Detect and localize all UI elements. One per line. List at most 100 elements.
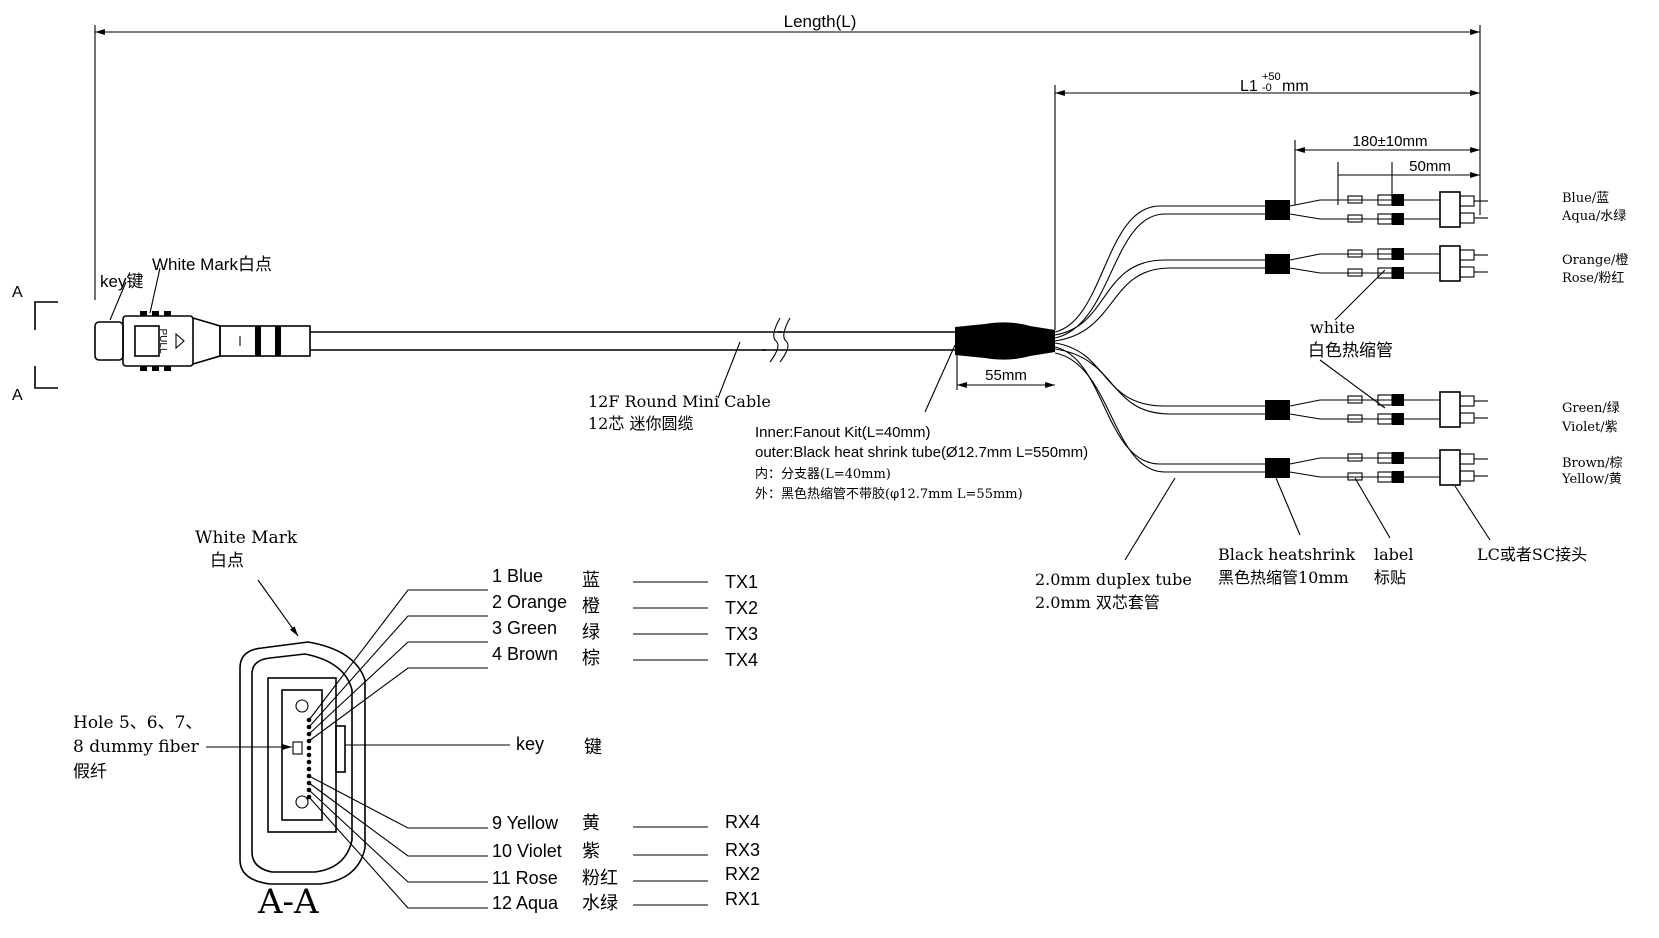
l1-minus-tolerance: -0 <box>1262 82 1272 94</box>
duplex-tube-callout: 2.0mm duplex tube 2.0mm 双芯套管 <box>1035 477 1192 612</box>
pin-9-en: 9 Yellow <box>492 813 559 833</box>
pin-12-en: 12 Aqua <box>492 893 559 913</box>
lc-connectors <box>1392 191 1488 486</box>
pin-10-en: 10 Violet <box>492 841 562 861</box>
branch-labels: Blue/蓝 Aqua/水绿 Orange/橙 Rose/粉红 Green/绿 … <box>1561 191 1628 487</box>
pin-row-3: 3 Green 绿 TX3 <box>492 618 758 644</box>
pin-3-cn: 绿 <box>582 622 600 643</box>
l1-unit: mm <box>1282 78 1309 95</box>
pin-row-1: 1 Blue 蓝 TX1 <box>492 566 758 592</box>
section-white-mark-en: White Mark <box>195 528 298 548</box>
key-pin-en: key <box>516 734 544 754</box>
fiber-holes <box>306 717 312 800</box>
breakout-label: 180±10mm <box>1353 133 1428 150</box>
fanout-inner-cn: 内：分支器(L=40mm) <box>755 466 891 482</box>
leg-1 <box>1289 199 1440 220</box>
section-white-mark-cn: 白点 <box>210 551 244 571</box>
pin-1-en: 1 Blue <box>492 566 543 586</box>
lc-sc-callout: LC或者SC接头 <box>1454 485 1587 564</box>
white-shrink-cn: 白色热缩管 <box>1308 341 1393 361</box>
branch-3-a: Green/绿 <box>1562 401 1620 416</box>
white-mark-label: White Mark白点 <box>152 255 272 274</box>
pin-12-cn: 水绿 <box>582 893 618 914</box>
section-marker-top: A <box>12 284 23 301</box>
l1-label: L1 <box>1240 78 1258 95</box>
fiftyfive-dimension: 55mm <box>956 340 1055 390</box>
label-tag-en: label <box>1374 545 1413 564</box>
pin-2-en: 2 Orange <box>492 592 567 612</box>
fifty-label: 50mm <box>1409 158 1451 175</box>
branch-2-b: Rose/粉红 <box>1562 270 1624 286</box>
branch-4-a: Brown/棕 <box>1562 456 1622 471</box>
label-callout: label 标贴 <box>1354 477 1413 587</box>
heatshrink-blocks <box>1265 200 1290 478</box>
pin-3-en: 3 Green <box>492 618 557 638</box>
l1-plus-tolerance: +50 <box>1262 71 1281 83</box>
pin-11-en: 11 Rose <box>492 868 558 888</box>
lc-connector-2 <box>1392 245 1488 282</box>
pin-row-4: 4 Brown 棕 TX4 <box>492 644 758 670</box>
breakout-dimension: 180±10mm 50mm <box>1294 133 1480 205</box>
pin-row-11: 11 Rose 粉红 RX2 <box>492 864 760 889</box>
lc-sc-label: LC或者SC接头 <box>1477 545 1587 564</box>
pin-10-sig: RX3 <box>725 840 760 860</box>
lc-connector-3 <box>1392 391 1488 428</box>
pin-1-cn: 蓝 <box>582 570 600 591</box>
breakout-branches <box>1054 205 1265 473</box>
heatshrink-en: Black heatshrink <box>1218 545 1355 564</box>
branch-3-b: Violet/紫 <box>1561 420 1618 435</box>
dummy-fiber-line2: 8 dummy fiber <box>73 737 200 757</box>
l1-dimension: L1 +50 -0 mm <box>1054 71 1480 330</box>
dummy-fiber-line3: 假纤 <box>73 762 107 782</box>
pin-4-en: 4 Brown <box>492 644 558 664</box>
pin-10-cn: 紫 <box>582 841 600 862</box>
fanout-kit: Inner:Fanout Kit(L=40mm) outer:Black hea… <box>755 322 1088 502</box>
fanout-inner-en: Inner:Fanout Kit(L=40mm) <box>755 424 931 441</box>
pin-9-sig: RX4 <box>725 812 760 832</box>
section-view: White Mark 白点 A-A Hole 5、6、7、 8 dumm <box>73 528 602 922</box>
pin-row-10: 10 Violet 紫 RX3 <box>492 840 760 862</box>
heatshrink-cn: 黑色热缩管10mm <box>1218 568 1349 587</box>
fiftyfive-label: 55mm <box>985 367 1027 384</box>
duplex-tube-cn: 2.0mm 双芯套管 <box>1035 593 1160 612</box>
pin-2-cn: 橙 <box>582 596 600 617</box>
leg-2 <box>1289 253 1440 274</box>
cable-label-cn: 12芯 迷你圆缆 <box>588 414 693 433</box>
key-label: key键 <box>100 272 143 291</box>
branch-1-b: Aqua/水绿 <box>1561 209 1626 224</box>
pin-12-sig: RX1 <box>725 889 760 909</box>
branch-1-a: Blue/蓝 <box>1562 191 1609 206</box>
pull-label: PULL <box>157 328 168 353</box>
branch-4-b: Yellow/黄 <box>1561 472 1622 487</box>
pin-table: 1 Blue 蓝 TX1 2 Orange 橙 TX2 3 Green 绿 TX… <box>492 566 760 914</box>
mpo-connector: PULL key键 White Mark白点 <box>94 255 311 371</box>
duplex-legs <box>1289 199 1440 478</box>
pin-row-9: 9 Yellow 黄 RX4 <box>492 812 760 834</box>
lc-connector-4 <box>1392 449 1488 486</box>
leg-4 <box>1289 457 1440 478</box>
white-shrink-callout: white 白色热缩管 <box>1308 269 1393 409</box>
heatshrink-callout: Black heatshrink 黑色热缩管10mm <box>1218 477 1355 587</box>
pin-3-sig: TX3 <box>725 624 758 644</box>
fanout-outer-en: outer:Black heat shrink tube(Ø12.7mm L=5… <box>755 444 1088 461</box>
label-tag-cn: 标贴 <box>1374 568 1406 587</box>
pin-1-sig: TX1 <box>725 572 758 592</box>
duplex-tube-en: 2.0mm duplex tube <box>1035 570 1192 589</box>
pin-4-cn: 棕 <box>582 648 600 669</box>
pin-9-cn: 黄 <box>582 813 600 834</box>
section-marker-a: A A <box>12 284 58 404</box>
pin-4-sig: TX4 <box>725 650 758 670</box>
main-cable: 12F Round Mini Cable 12芯 迷你圆缆 <box>310 317 955 433</box>
white-shrink-en: white <box>1310 318 1355 337</box>
label-tags <box>1347 195 1363 481</box>
leg-3 <box>1289 399 1440 420</box>
fanout-outer-cn: 外：黑色热缩管不带胶(φ12.7mm L=55mm) <box>755 486 1023 502</box>
cable-label-en: 12F Round Mini Cable <box>588 392 771 411</box>
branch-2-a: Orange/橙 <box>1562 253 1628 268</box>
section-title: A-A <box>257 882 319 922</box>
pin-2-sig: TX2 <box>725 598 758 618</box>
pin-11-sig: RX2 <box>725 864 760 884</box>
section-marker-bottom: A <box>12 387 23 404</box>
white-shrink-tubes <box>1377 194 1393 483</box>
